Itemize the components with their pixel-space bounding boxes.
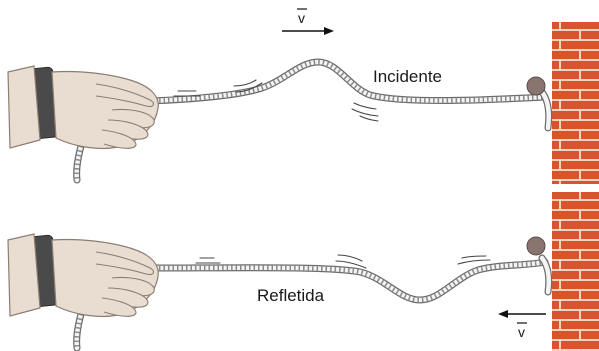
velocity-label-top: v [298, 10, 305, 26]
brick-wall-top [552, 22, 599, 184]
knot-icon [527, 77, 545, 95]
velocity-arrow-top: v [282, 9, 334, 35]
knot-icon [527, 237, 545, 255]
velocity-arrow-bottom: v [498, 310, 546, 340]
hand-holding-rope-icon [8, 66, 158, 148]
reflected-label: Refletida [257, 286, 325, 305]
incident-label: Incidente [373, 67, 442, 86]
forearm-top [8, 66, 40, 148]
rope-top-stripes [150, 62, 545, 101]
reflected-panel: v Refletida [8, 192, 599, 351]
hand-holding-rope-icon [8, 234, 158, 316]
velocity-label-bottom: v [518, 324, 525, 340]
brick-wall-bottom [552, 192, 599, 351]
forearm-bottom [8, 234, 40, 316]
incident-panel: v Incidente [8, 9, 599, 184]
